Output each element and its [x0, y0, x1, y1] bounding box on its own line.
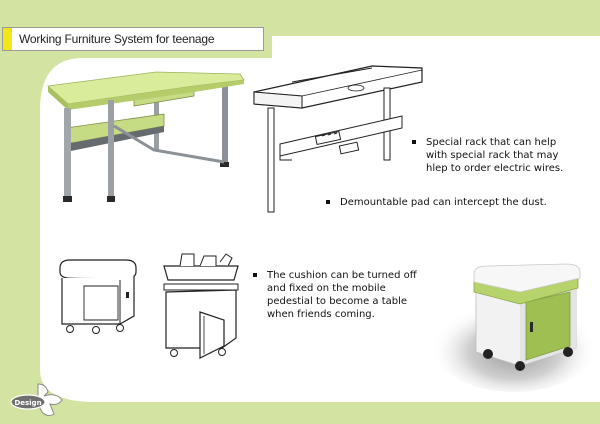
- bullet-line: pedestial to become a table: [267, 296, 408, 307]
- bullet-line: The cushion can be turned off: [267, 270, 417, 281]
- page-title-box: Working Furniture System for teenage: [2, 27, 264, 51]
- logo-text: Design: [14, 399, 41, 407]
- bullet-dot: [412, 140, 416, 144]
- pedestal-open-icon: [163, 253, 239, 359]
- desk-icon: [47, 71, 245, 202]
- bullet-line: Demountable pad can intercept the dust.: [340, 197, 547, 208]
- bullet-line: when friends coming.: [267, 309, 375, 320]
- bullet-dot: [326, 200, 330, 204]
- pedestal-closed-icon: [59, 259, 137, 334]
- page-title: Working Furniture System for teenage: [19, 32, 215, 46]
- bullet-line: Special rack that can help: [426, 137, 557, 148]
- bullet-line: with special rack that may: [426, 150, 559, 161]
- bullet-special-rack: Special rack that can help with special …: [412, 136, 598, 175]
- x-mark-logo: Design: [10, 383, 63, 417]
- bullet-line: hlep to order electric wires.: [426, 163, 564, 174]
- bullet-line: and fixed on the mobile: [267, 283, 386, 294]
- bullet-demountable-pad: Demountable pad can intercept the dust.: [326, 196, 598, 209]
- pedestal-render-icon: [430, 263, 598, 392]
- bullet-dot: [253, 273, 257, 277]
- bullet-cushion: The cushion can be turned off and fixed …: [253, 269, 453, 321]
- under-desk-rack-icon: [253, 65, 423, 213]
- title-accent-bar: [3, 28, 12, 50]
